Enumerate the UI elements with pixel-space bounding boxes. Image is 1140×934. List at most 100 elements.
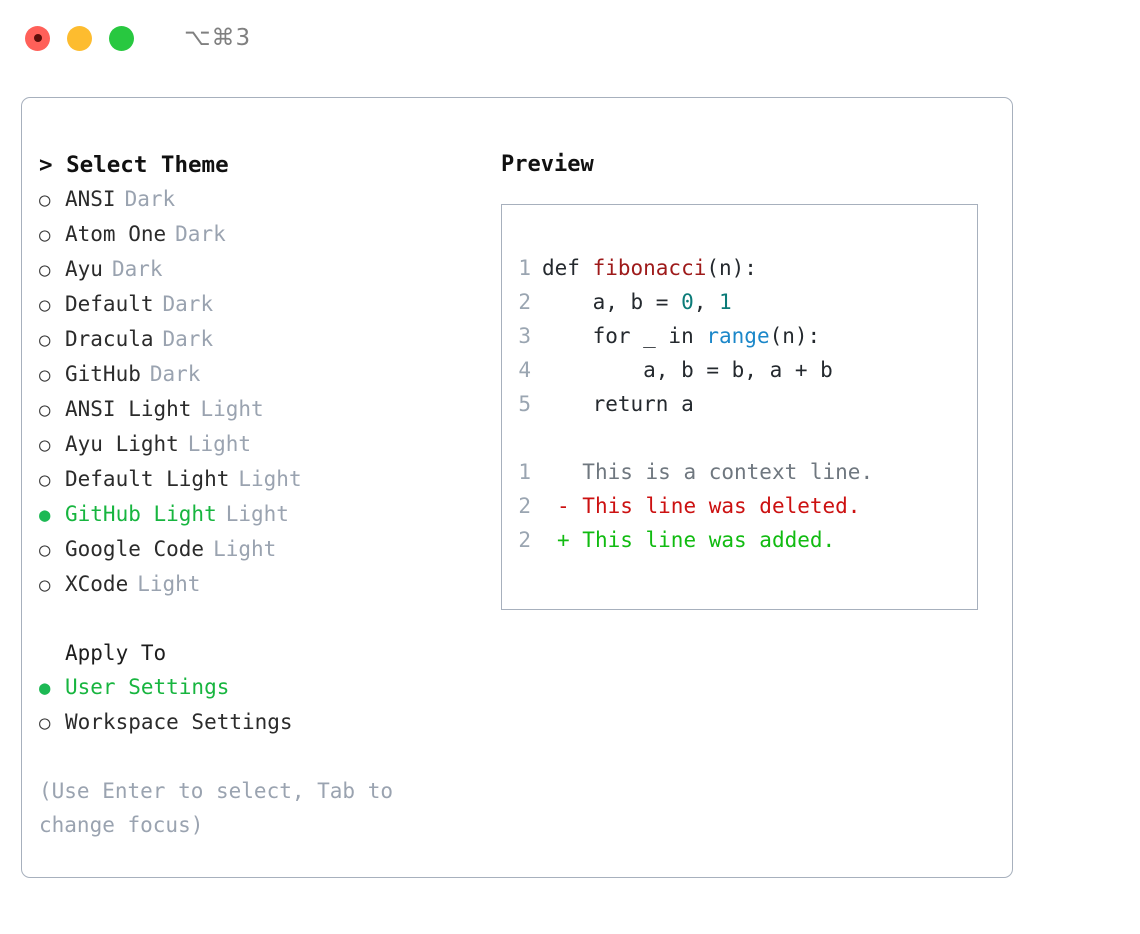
- diff-line-context: 1 This is a context line.: [502, 455, 977, 489]
- line-number: 5: [518, 392, 531, 416]
- radio-unselected-icon: ○: [39, 712, 51, 734]
- keyboard-shortcut-label: ⌥⌘3: [184, 25, 252, 51]
- code-token-plain: (n):: [769, 324, 821, 348]
- theme-option-variant: Light: [238, 467, 302, 491]
- code-token-plain: ,: [693, 290, 720, 314]
- theme-option-variant: Light: [200, 397, 264, 421]
- line-number: 4: [518, 358, 531, 382]
- radio-selected-icon: ●: [39, 504, 51, 526]
- theme-option-label: ANSI: [65, 187, 116, 211]
- spacer: [39, 602, 469, 636]
- theme-option-label: Ayu Light: [65, 432, 179, 456]
- radio-unselected-icon: ○: [39, 399, 51, 421]
- theme-option-google-code[interactable]: ○ Google Code Light: [39, 532, 469, 567]
- radio-unselected-icon: ○: [39, 189, 51, 211]
- theme-option-ayu[interactable]: ○ Ayu Dark: [39, 252, 469, 287]
- diff-text: This line was added.: [569, 528, 836, 552]
- theme-option-variant: Dark: [149, 362, 201, 386]
- radio-unselected-icon: ○: [39, 224, 51, 246]
- apply-to-list[interactable]: ●User Settings○Workspace Settings: [39, 670, 469, 740]
- diff-marker: -: [557, 494, 570, 518]
- theme-option-label: Atom One: [65, 222, 167, 246]
- line-number: 2: [518, 290, 531, 314]
- spacer: [502, 421, 977, 455]
- theme-option-variant: Dark: [124, 187, 176, 211]
- code-token-plain: (n):: [706, 256, 757, 280]
- code-token-call: range: [706, 324, 770, 348]
- select-theme-heading: > Select Theme: [39, 152, 229, 178]
- diff-marker: [542, 455, 570, 489]
- code-token-plain: a, b = b, a + b: [542, 358, 833, 382]
- diff-marker: +: [557, 528, 570, 552]
- radio-unselected-icon: ○: [39, 539, 51, 561]
- close-window-button[interactable]: [25, 25, 50, 51]
- theme-option-variant: Dark: [111, 257, 163, 281]
- code-token-number: 0: [681, 290, 694, 314]
- title-bar: ⌥⌘3: [0, 0, 1140, 76]
- minimize-window-button[interactable]: [67, 25, 92, 51]
- code-line: 3 for _ in range(n):: [502, 319, 977, 353]
- radio-unselected-icon: ○: [39, 294, 51, 316]
- theme-option-variant: Light: [187, 432, 252, 456]
- theme-option-label: Ayu: [65, 257, 103, 281]
- maximize-window-button[interactable]: [109, 25, 134, 51]
- radio-unselected-icon: ○: [39, 469, 51, 491]
- theme-option-variant: Dark: [162, 292, 214, 316]
- theme-option-variant: Light: [213, 537, 277, 561]
- theme-option-github[interactable]: ○ GitHub Dark: [39, 357, 469, 392]
- theme-option-ansi[interactable]: ○ ANSI Dark: [39, 182, 469, 217]
- theme-option-default-light[interactable]: ○ Default Light Light: [39, 462, 469, 497]
- apply-to-heading: Apply To: [65, 641, 167, 665]
- code-token-plain: a, b =: [542, 290, 682, 314]
- theme-option-ansi-light[interactable]: ○ ANSI Light Light: [39, 392, 469, 427]
- diff-preview: 1 This is a context line. 2 - This line wa…: [502, 455, 977, 557]
- radio-unselected-icon: ○: [39, 259, 51, 281]
- theme-option-label: Default: [65, 292, 154, 316]
- theme-option-default[interactable]: ○ Default Dark: [39, 287, 469, 322]
- keyboard-hint: (Use Enter to select, Tab to change focu…: [39, 779, 394, 837]
- preview-title: Preview: [501, 152, 594, 177]
- theme-option-variant: Dark: [162, 327, 214, 351]
- code-token-plain: return a: [542, 392, 694, 416]
- code-token-plain: def: [542, 256, 593, 280]
- theme-option-label: XCode: [65, 572, 129, 596]
- theme-option-label: Default Light: [65, 467, 230, 491]
- apply-to-option-workspace-settings[interactable]: ○Workspace Settings: [39, 705, 469, 740]
- code-line: 5 return a: [502, 387, 977, 421]
- code-line: 4 a, b = b, a + b: [502, 353, 977, 387]
- window-controls: [25, 25, 134, 51]
- theme-option-label: Google Code: [65, 537, 205, 561]
- diff-line-added: 2 + This line was added.: [502, 523, 977, 557]
- theme-option-label: GitHub Light: [65, 502, 217, 526]
- theme-option-variant: Light: [225, 502, 289, 526]
- line-number: 3: [518, 324, 531, 348]
- line-number: 2: [518, 528, 531, 552]
- code-token-function: fibonacci: [592, 256, 707, 280]
- diff-text: This line was deleted.: [569, 494, 861, 518]
- theme-option-label: ANSI Light: [65, 397, 192, 421]
- line-number: 1: [518, 256, 531, 280]
- diff-text: This is a context line.: [569, 460, 874, 484]
- line-number: 1: [518, 460, 531, 484]
- theme-option-variant: Light: [137, 572, 201, 596]
- code-line: 2 a, b = 0, 1: [502, 285, 977, 319]
- theme-option-label: Dracula: [65, 327, 154, 351]
- code-token-plain: for _ in: [542, 324, 707, 348]
- theme-option-github-light[interactable]: ● GitHub Light Light: [39, 497, 469, 532]
- apply-to-option-user-settings[interactable]: ●User Settings: [39, 670, 469, 705]
- theme-option-label: GitHub: [65, 362, 141, 386]
- radio-selected-icon: ●: [39, 677, 51, 699]
- radio-unselected-icon: ○: [39, 364, 51, 386]
- code-line: 1 def fibonacci(n):: [502, 251, 977, 285]
- code-token-number: 1: [719, 290, 732, 314]
